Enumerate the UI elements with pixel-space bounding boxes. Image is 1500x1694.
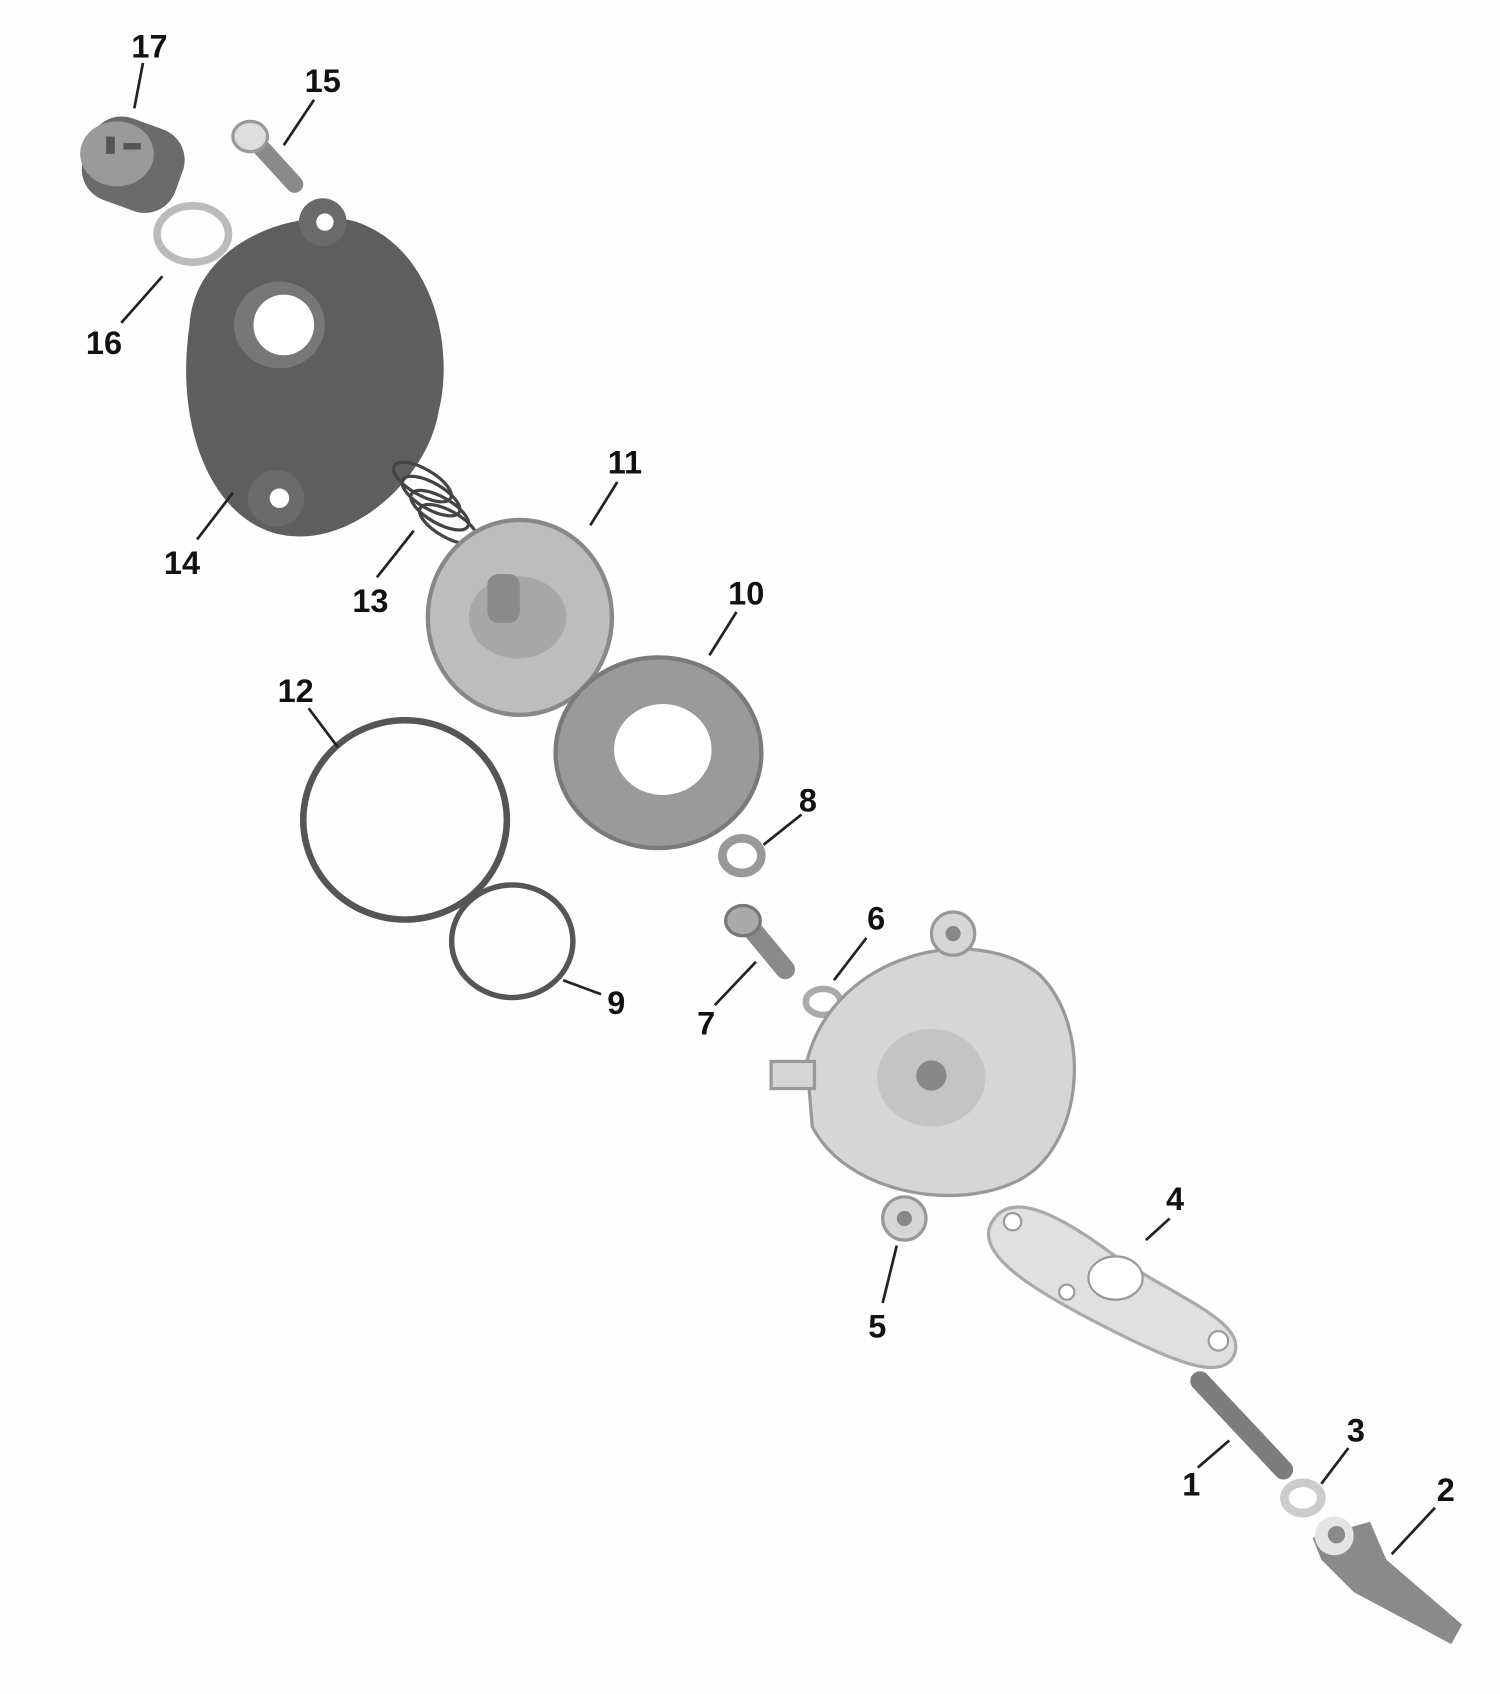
callout-5: 5 <box>868 1309 886 1345</box>
part-16-o-ring <box>153 202 233 266</box>
callout-11: 11 <box>608 444 642 480</box>
callout-8: 8 <box>799 782 817 818</box>
callout-6: 6 <box>867 900 885 936</box>
callout-1: 1 <box>1182 1467 1200 1503</box>
part-17-cap <box>80 116 185 213</box>
callout-17: 17 <box>131 28 167 64</box>
part-15-bolt <box>231 119 304 193</box>
part-1-pin <box>1190 1371 1294 1480</box>
part-3-washer <box>1280 1478 1326 1518</box>
part-5-housing <box>769 910 1076 1242</box>
callout-10: 10 <box>728 575 764 611</box>
callout-3: 3 <box>1347 1413 1365 1449</box>
part-12-o-ring <box>300 717 511 923</box>
part-2-lever <box>1312 1516 1463 1645</box>
callout-2: 2 <box>1437 1472 1455 1508</box>
callout-4: 4 <box>1166 1181 1184 1217</box>
callout-12: 12 <box>278 673 314 709</box>
callout-7: 7 <box>697 1005 715 1041</box>
callout-14: 14 <box>164 545 200 581</box>
callout-16: 16 <box>86 325 122 361</box>
part-9-o-ring <box>448 882 576 1001</box>
part-4-gasket <box>987 1205 1238 1370</box>
part-11-diaphragm <box>425 517 615 718</box>
callout-15: 15 <box>305 63 341 99</box>
callout-9: 9 <box>607 985 625 1021</box>
part-13-spring <box>391 460 479 546</box>
part-10-seal <box>553 655 764 851</box>
callout-13: 13 <box>352 583 388 619</box>
part-8-bushing <box>718 834 766 878</box>
part-14-cover <box>186 198 444 537</box>
part-7-bolt <box>724 903 795 980</box>
leader-lines <box>120 62 1437 1556</box>
